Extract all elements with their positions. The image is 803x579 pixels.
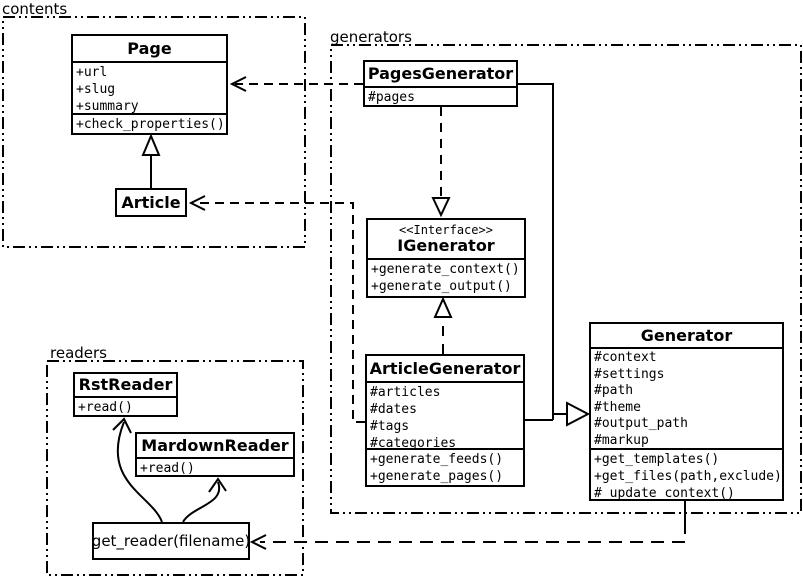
class-article-title: Article xyxy=(121,192,181,212)
class-rstreader-title: RstReader xyxy=(78,375,173,394)
class-rstreader-methods: +read() xyxy=(75,396,176,415)
member-item: #settings xyxy=(594,366,665,382)
member-item: +generate_pages() xyxy=(370,469,504,484)
package-frame-generators xyxy=(330,44,802,514)
edge-getreader-markdownreader xyxy=(182,477,227,523)
member-item: #articles xyxy=(370,385,441,400)
package-label-generators: generators xyxy=(330,28,412,46)
member-item: +generate_output() xyxy=(371,279,512,294)
member-item: #pages xyxy=(368,90,415,105)
member-item: #tags xyxy=(370,419,410,434)
class-generator-title: Generator xyxy=(640,325,733,345)
function-get-reader: get_reader(filename) xyxy=(92,522,250,560)
class-igenerator-methods: +generate_context() +generate_output() xyxy=(368,258,524,296)
member-item: #markup xyxy=(594,432,649,448)
class-generator-methods: +get_templates() +get_files(path,exclude)… xyxy=(591,448,782,501)
member-item: +url xyxy=(76,65,108,80)
class-igenerator: <<Interface>> IGenerator +generate_conte… xyxy=(366,218,526,298)
edge-pagesgenerator-depends-page xyxy=(229,76,363,92)
class-rstreader: RstReader +read() xyxy=(73,372,178,417)
class-articlegenerator-methods: +generate_feeds() +generate_pages() xyxy=(367,448,523,485)
member-item: #context xyxy=(594,350,657,365)
package-label-contents: contents xyxy=(2,0,68,18)
member-item: #categories xyxy=(370,436,457,451)
class-article: Article xyxy=(115,188,187,217)
member-item: +slug xyxy=(76,82,116,97)
class-markdownreader: MardownReader +read() xyxy=(135,432,295,477)
edge-generators-inherit-generator xyxy=(518,83,591,427)
package-frame-readers xyxy=(46,360,304,576)
member-item: +read() xyxy=(140,461,195,476)
class-pagesgenerator: PagesGenerator #pages xyxy=(363,60,518,107)
member-item: +get_templates() xyxy=(594,452,720,467)
edge-article-inherits-page xyxy=(141,133,161,188)
class-page-title: Page xyxy=(127,38,172,58)
class-articlegenerator-title: ArticleGenerator xyxy=(369,358,521,378)
class-articlegenerator: ArticleGenerator #articles #dates #tags #ca… xyxy=(365,354,525,487)
edge-generator-depends-getreader xyxy=(249,501,686,550)
member-item: +get_files(path,exclude) xyxy=(594,469,782,484)
edge-getreader-rstreader xyxy=(112,417,163,523)
class-articlegenerator-attributes: #articles #dates #tags #categories xyxy=(367,381,523,451)
member-item: +generate_context() xyxy=(371,262,520,277)
class-page-methods: +check_properties() xyxy=(73,113,226,133)
class-igenerator-name: IGenerator xyxy=(397,236,495,255)
class-pagesgenerator-title: PagesGenerator xyxy=(367,64,514,83)
class-page-attributes: +url +slug +summary xyxy=(73,61,226,114)
class-markdownreader-methods: +read() xyxy=(137,457,293,476)
member-item: #_update_context() xyxy=(594,486,735,501)
package-frame-contents xyxy=(2,16,306,248)
member-item: #dates xyxy=(370,402,417,417)
member-item: +check_properties() xyxy=(76,117,225,132)
class-igenerator-stereotype: <<Interface>> xyxy=(399,223,493,237)
member-item: #theme xyxy=(594,399,641,415)
edge-articlegenerator-depends-article xyxy=(188,195,365,423)
member-item: #output_path xyxy=(594,416,688,431)
package-label-readers: readers xyxy=(50,344,107,362)
class-page: Page +url +slug +summary +check_properties… xyxy=(71,34,228,135)
member-item: #path xyxy=(594,383,634,398)
class-generator: Generator #context#settings#path#theme#o… xyxy=(589,322,784,501)
edge-articlegenerator-realizes-igenerator xyxy=(433,296,453,354)
class-pagesgenerator-attributes: #pages xyxy=(365,86,516,105)
class-markdownreader-title: MardownReader xyxy=(141,435,289,455)
class-igenerator-title: <<Interface>> IGenerator xyxy=(368,220,524,258)
class-generator-attributes: #context#settings#path#theme#output_path… xyxy=(591,347,782,448)
member-item: +summary xyxy=(76,99,139,114)
member-item: +generate_feeds() xyxy=(370,452,504,467)
edge-pagesgenerator-realizes-igenerator xyxy=(431,107,451,218)
member-item: +read() xyxy=(78,400,133,415)
